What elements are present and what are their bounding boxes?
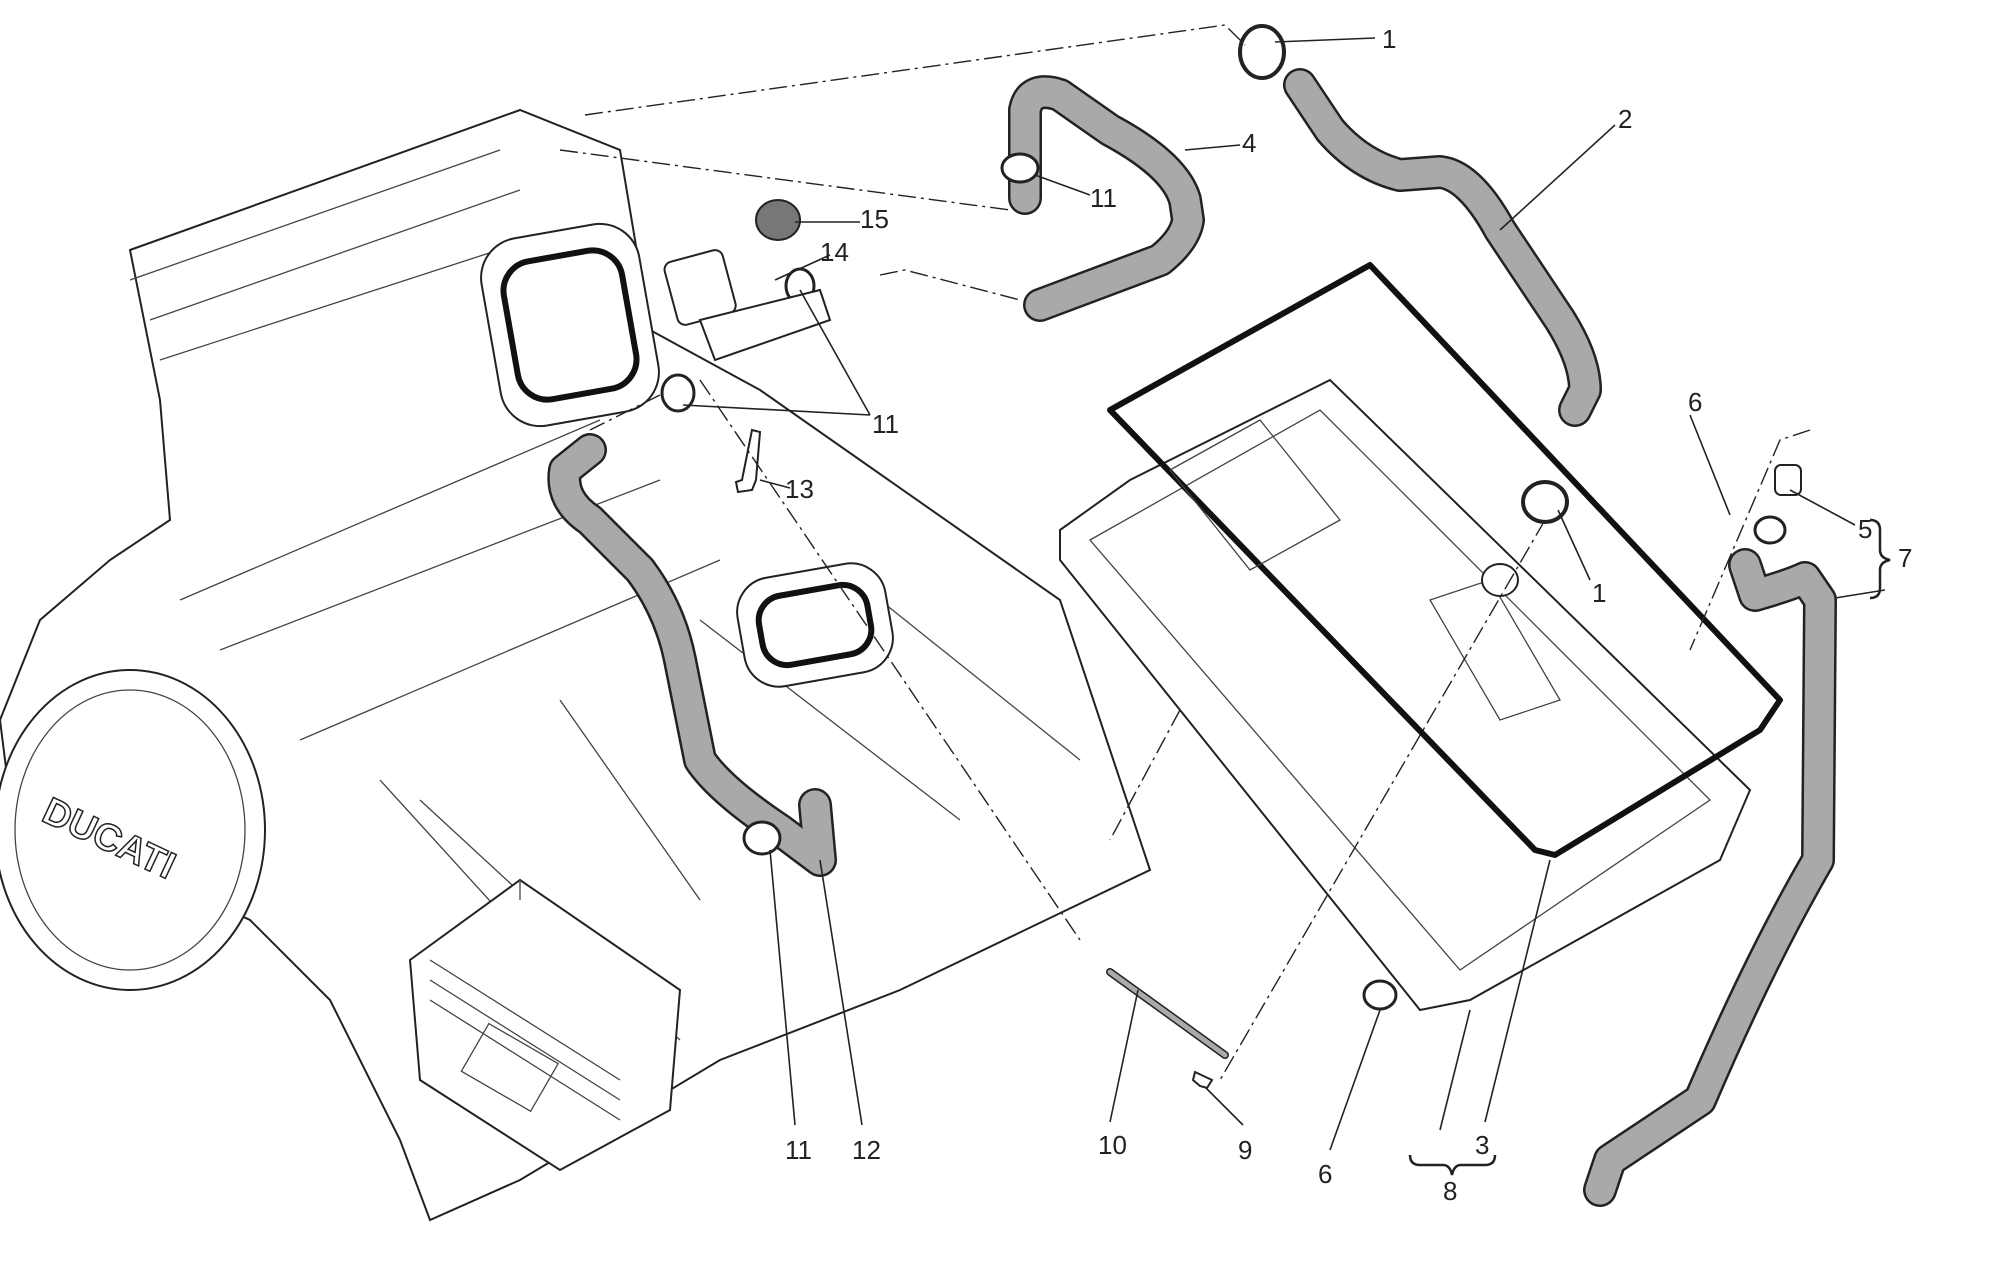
callout-12: 12 [852, 1135, 881, 1165]
hose-4 [1008, 75, 1205, 322]
screw-9 [1191, 1070, 1214, 1090]
callout-4: 4 [1242, 128, 1256, 158]
callout-8: 8 [1443, 1176, 1457, 1206]
leader-lines [682, 37, 1891, 1176]
oil-dipstick-10 [1106, 968, 1229, 1059]
callout-5: 5 [1858, 514, 1872, 544]
grommet-15 [755, 199, 801, 241]
hose-clamp-1-cover [1521, 480, 1569, 524]
callout-3: 3 [1475, 1130, 1489, 1160]
hose-clip-11-low [742, 820, 782, 856]
brace-8 [1408, 1154, 1497, 1176]
callout-1-top: 1 [1382, 24, 1396, 54]
callout-11-top: 11 [1090, 183, 1117, 213]
callout-6-top: 6 [1688, 387, 1702, 417]
hose-clip-11-top [1000, 152, 1040, 184]
plug-5 [1774, 464, 1802, 496]
washer-6-bottom [1362, 979, 1398, 1011]
assembly-lines [559, 24, 1811, 1081]
intake-port-upper [480, 222, 660, 428]
callout-13: 13 [785, 474, 814, 504]
callout-2: 2 [1618, 104, 1632, 134]
valve-cover-gasket [1107, 262, 1783, 858]
hose-12 [547, 433, 837, 877]
hose-7 [1583, 548, 1837, 1207]
valve-cover [1059, 262, 1783, 1012]
callout-6-bottom: 6 [1318, 1159, 1332, 1189]
callout-1-cover: 1 [1592, 578, 1606, 608]
bolt-13 [734, 428, 762, 494]
engine-block: DUCATI [0, 108, 1152, 1222]
brace-7 [1869, 518, 1891, 600]
callout-11-low: 11 [785, 1135, 812, 1165]
callout-14: 14 [820, 237, 849, 267]
callout-11-mid: 11 [872, 409, 899, 439]
oil-cooler [408, 878, 682, 1172]
valve-14 [663, 249, 832, 362]
hose-2 [1283, 68, 1602, 427]
washer-6-top [1753, 515, 1787, 545]
intake-port-lower [736, 562, 894, 688]
callout-labels: 1 2 4 11 15 14 11 13 6 5 7 1 11 12 10 9 … [785, 24, 1912, 1206]
callout-10: 10 [1098, 1130, 1127, 1160]
callout-15: 15 [860, 204, 889, 234]
callout-9: 9 [1238, 1135, 1252, 1165]
hose-clamp-1-top [1238, 24, 1286, 80]
callout-7: 7 [1898, 543, 1912, 573]
clutch-cover [0, 669, 266, 991]
